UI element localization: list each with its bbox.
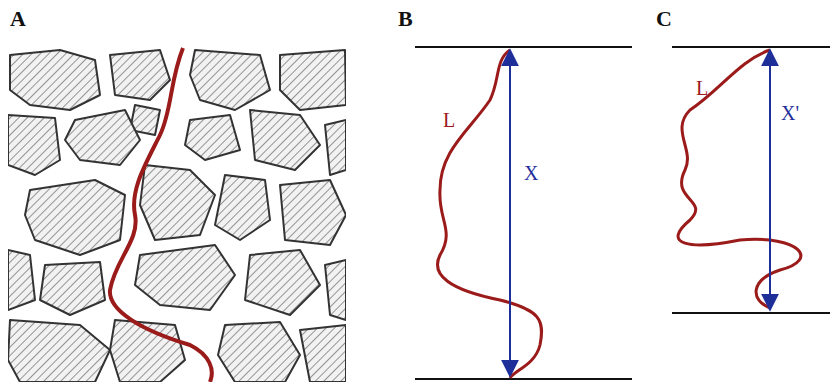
flow-path (110, 48, 212, 382)
straight-distance-arrow (769, 50, 771, 310)
tortuous-path (678, 50, 801, 308)
boundary-line (672, 46, 830, 48)
path-length-label: L (696, 78, 708, 98)
distance-label: X (524, 163, 538, 183)
panel-letter: A (10, 8, 26, 30)
tortuous-path (438, 50, 542, 378)
boundary-line (415, 46, 632, 48)
boundary-line (415, 378, 632, 380)
path-length-label: L (443, 110, 455, 130)
straight-distance-arrow (509, 50, 511, 376)
boundary-line (672, 312, 830, 314)
panel-letter: C (656, 8, 672, 30)
panel-letter: B (398, 8, 413, 30)
distance-label: X' (781, 103, 799, 123)
rock-grains (8, 50, 346, 382)
